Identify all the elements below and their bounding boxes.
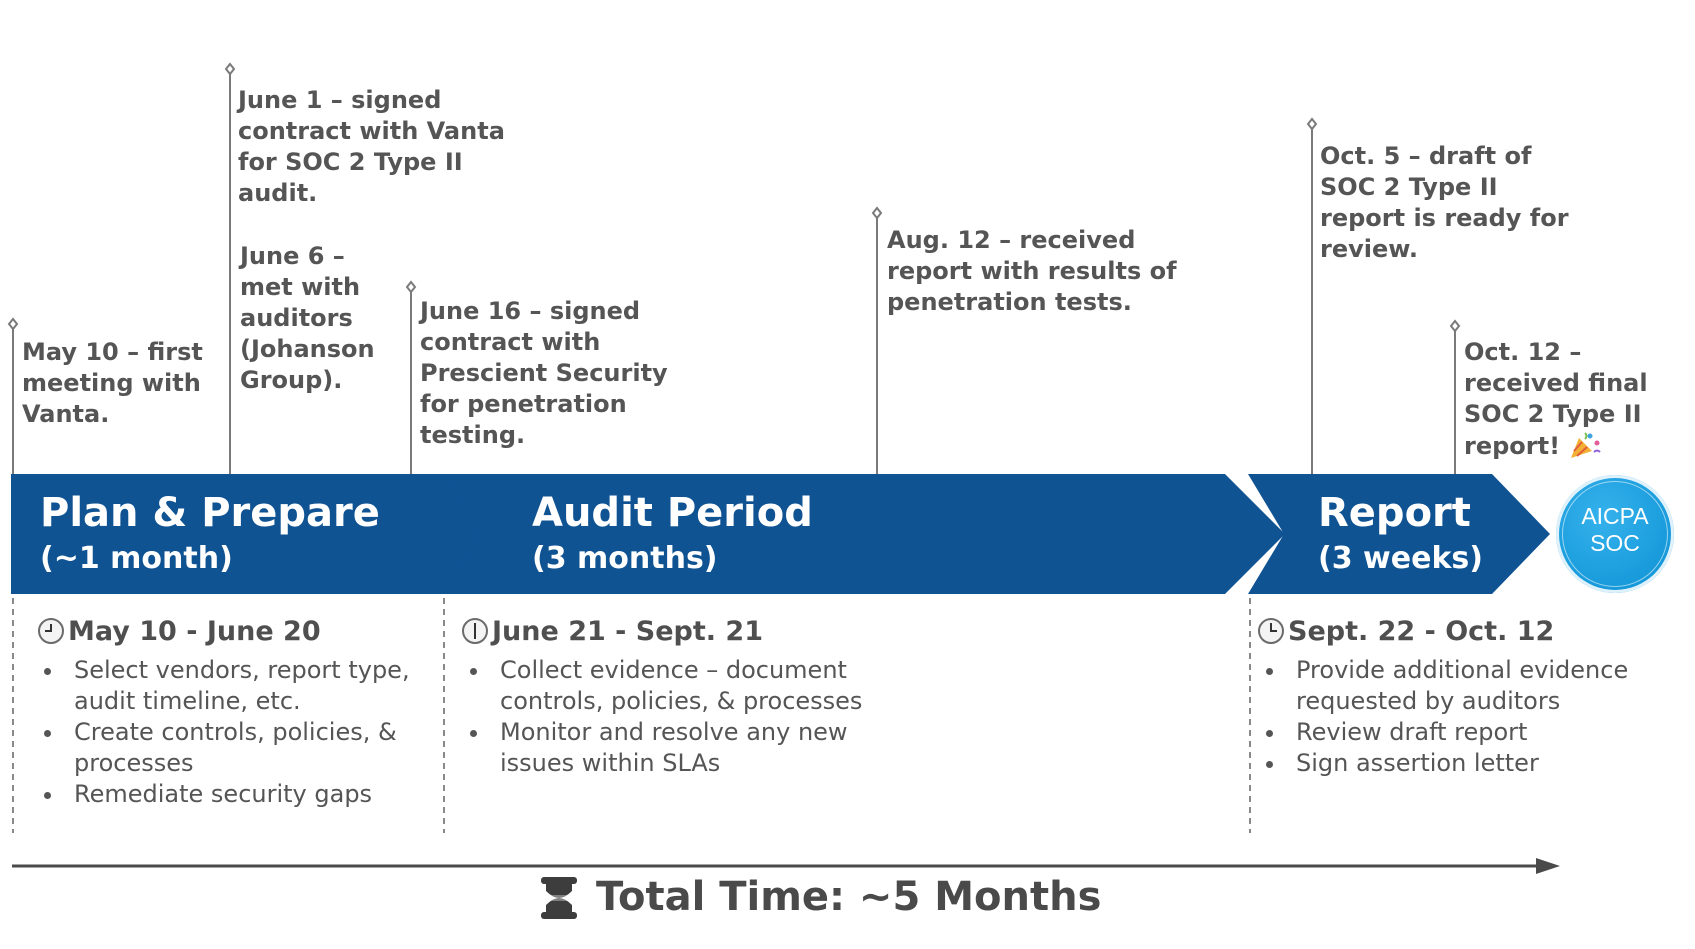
seal-ring (1562, 481, 1668, 587)
seal-line-1: AICPA (1581, 503, 1649, 529)
milestone-june-1: June 1 – signed contract with Vanta for … (238, 86, 505, 207)
phase-duration-plan: (~1 month) (40, 541, 233, 576)
milestone-marker-5 (1306, 117, 1318, 131)
task-item: Select vendors, report type, audit timel… (44, 655, 454, 717)
phase-duration-audit: (3 months) (532, 541, 718, 576)
task-item: Sign assertion letter (1266, 748, 1686, 779)
phase-title-plan: Plan & Prepare (40, 490, 380, 536)
aicpa-soc-seal: AICPA SOC (1556, 475, 1674, 593)
task-item: Provide additional evidence requested by… (1266, 655, 1686, 717)
phase-chevron-plan (11, 474, 482, 594)
task-item: Monitor and resolve any new issues withi… (470, 717, 920, 779)
task-item: Collect evidence – document controls, po… (470, 655, 920, 717)
milestone-oct-5: Oct. 5 – draft of SOC 2 Type II report i… (1320, 142, 1569, 263)
phase-dates-report: Sept. 22 - Oct. 12 (1258, 615, 1554, 649)
task-list-plan: Select vendors, report type, audit timel… (12, 655, 454, 810)
phase-dates-audit: June 21 - Sept. 21 (462, 615, 763, 649)
milestone-oct-12-text: Oct. 12 – received final SOC 2 Type II r… (1464, 338, 1648, 460)
milestone-marker-3 (405, 280, 417, 294)
task-list-report: Provide additional evidence requested by… (1234, 655, 1686, 779)
phase-title-report: Report (1318, 490, 1471, 536)
hourglass-icon (541, 877, 577, 919)
task-item: Create controls, policies, & processes (44, 717, 454, 779)
milestone-oct-12: Oct. 12 – received final SOC 2 Type II r… (1464, 337, 1694, 462)
phase-chevron-report (1248, 474, 1550, 594)
seal-line-2: SOC (1590, 530, 1640, 556)
milestone-marker-6 (1449, 319, 1461, 333)
milestone-may-10: May 10 – first meeting with Vanta. (22, 338, 203, 428)
milestone-aug-12: Aug. 12 – received report with results o… (887, 226, 1177, 316)
phase-title-audit: Audit Period (532, 490, 813, 536)
phase-dates-audit-text: June 21 - Sept. 21 (492, 616, 764, 647)
party-popper-icon (1571, 432, 1602, 458)
phase-dates-plan-text: May 10 - June 20 (68, 616, 321, 647)
milestone-june-16: June 16 – signed contract with Prescient… (420, 297, 668, 449)
milestone-marker-4 (871, 206, 883, 220)
task-item: Review draft report (1266, 717, 1686, 748)
clock-icon (38, 618, 64, 644)
phase-duration-report: (3 weeks) (1318, 541, 1483, 576)
phase-dates-plan: May 10 - June 20 (38, 615, 321, 649)
milestone-june-6: June 6 – met with auditors (Johanson Gro… (240, 242, 375, 394)
task-list-audit: Collect evidence – document controls, po… (438, 655, 920, 779)
phase-chevron-audit (444, 474, 1285, 594)
clock-icon (1258, 618, 1284, 644)
task-item: Remediate security gaps (44, 779, 454, 810)
milestone-marker-2 (224, 62, 236, 76)
milestone-marker-1 (7, 317, 19, 331)
clock-icon (462, 618, 488, 644)
phase-dates-report-text: Sept. 22 - Oct. 12 (1288, 616, 1555, 647)
total-time-label: Total Time: ~5 Months (596, 874, 1102, 920)
timeline-arrow (12, 858, 1560, 874)
